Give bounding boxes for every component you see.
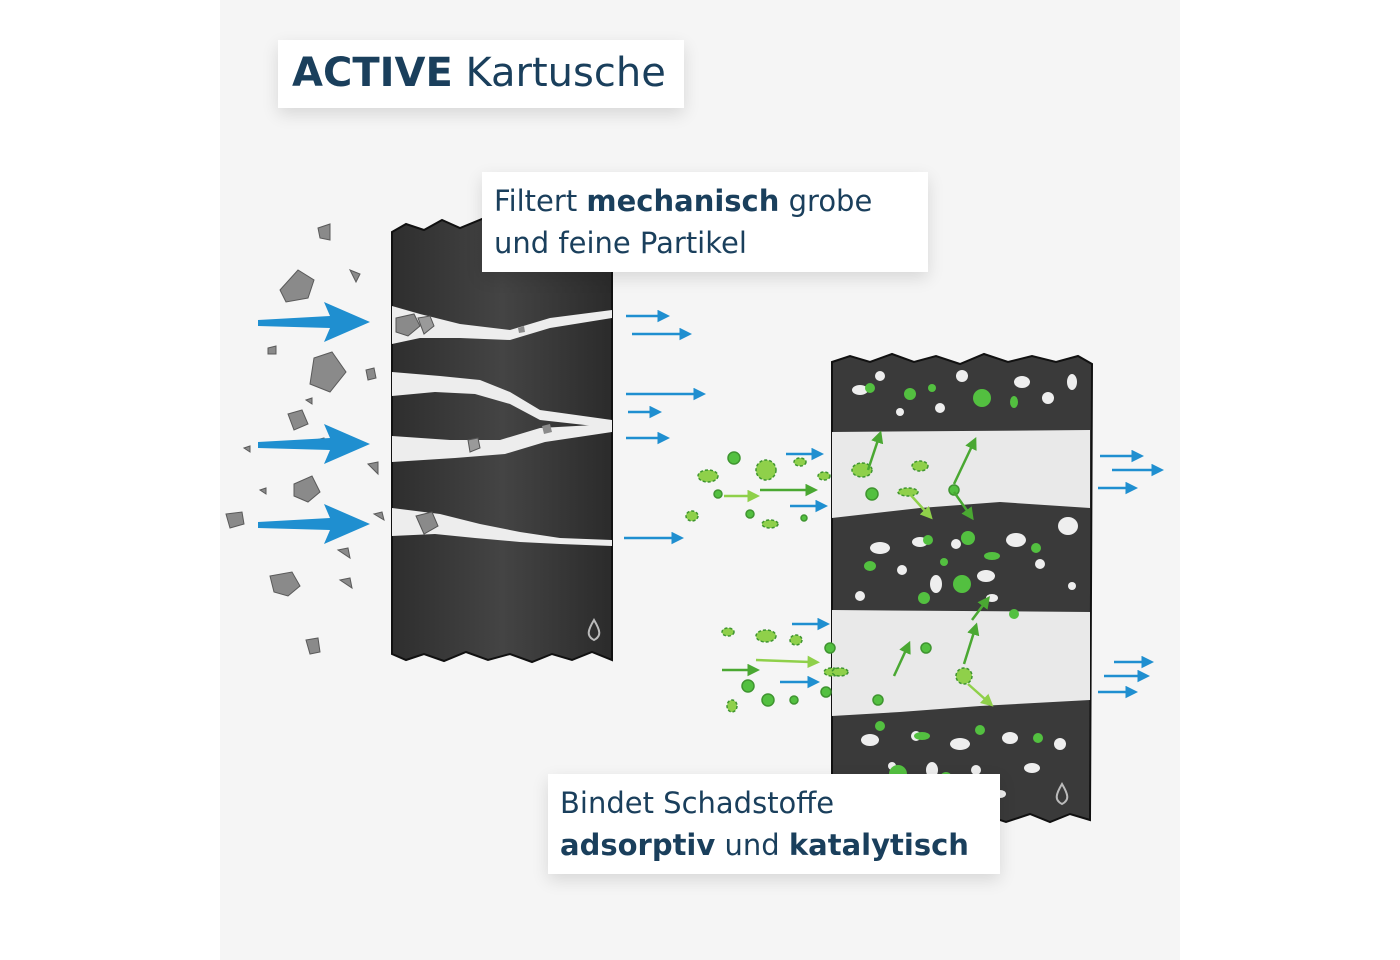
adsorptive-filter-label: Bindet Schadstoffe adsorptiv und katalyt…	[548, 774, 1000, 874]
page-title: ACTIVE Kartusche	[278, 40, 684, 108]
label-ads-line1: Bindet Schadstoffe	[560, 786, 835, 820]
carbon-filter-block	[823, 352, 1094, 824]
diagram-canvas: ACTIVE Kartusche Filtert mechanisch grob…	[220, 0, 1180, 960]
label-mech-bold: mechanisch	[586, 184, 780, 218]
label-mech-pre: Filtert	[494, 184, 587, 218]
label-ads-mid: und	[715, 828, 789, 862]
label-ads-bold1: adsorptiv	[560, 828, 716, 862]
mechanical-filter-label: Filtert mechanisch grobe und feine Parti…	[482, 172, 928, 272]
label-ads-bold2: katalytisch	[788, 828, 969, 862]
water-drop-icon	[587, 618, 601, 642]
label-mech-line2: und feine Partikel	[494, 226, 747, 260]
inflow-arrows	[258, 302, 370, 544]
title-rest: Kartusche	[465, 50, 666, 96]
mechanical-filter-block	[391, 217, 613, 664]
pollutant-flow-arrows	[722, 483, 820, 677]
filter-diagram	[225, 217, 1164, 824]
coarse-particles	[225, 223, 385, 655]
label-mech-post: grobe	[779, 184, 873, 218]
pollutant-particles	[685, 451, 849, 713]
outflow-arrows	[624, 309, 1164, 699]
water-drop-icon	[1055, 782, 1069, 806]
title-bold: ACTIVE	[292, 50, 453, 96]
